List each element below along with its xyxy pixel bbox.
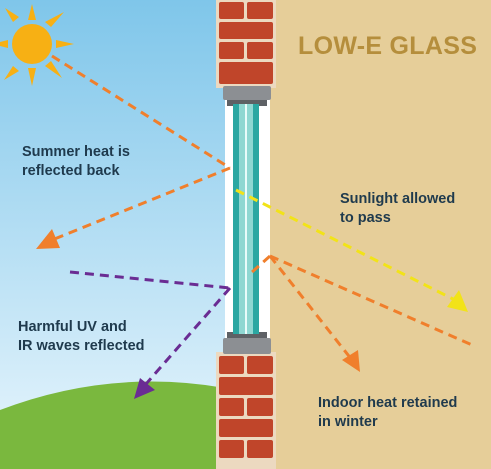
indoor-heat-label-line-1: Indoor heat retained: [318, 395, 458, 411]
indoor-heat-arrow-head-icon: [342, 350, 360, 372]
sunlight-label-line-2: to pass: [340, 210, 391, 226]
glass-pane-inner: [253, 104, 259, 334]
indoor-heat-ray-to-glass: [251, 254, 271, 274]
summer-heat-label-line-1: Summer heat is: [22, 144, 130, 160]
frame-cap-top: [223, 86, 271, 100]
diagram-title: LOW-E GLASS: [298, 32, 478, 60]
uv-ir-arrows: [69, 270, 232, 385]
uv-ir-label-line-2: IR waves reflected: [18, 338, 145, 354]
sun-icon: [0, 4, 74, 86]
indoor-heat-ray-right: [269, 254, 473, 347]
sunlight-ray: [235, 188, 456, 302]
indoor-heat-ray-down: [268, 255, 354, 361]
uv-ir-label-line-1: Harmful UV and: [18, 319, 127, 335]
summer-heat-arrows: [51, 54, 231, 242]
bricks-top: [219, 2, 273, 84]
brick-wall-bottom: [216, 352, 276, 469]
summer-heat-label: Summer heat is reflected back: [22, 143, 130, 181]
glass-pane-outer: [233, 104, 239, 334]
sunlight-label-line-1: Sunlight allowed: [340, 191, 456, 207]
indoor-heat-label-line-2: in winter: [318, 414, 378, 430]
sunlight-label: Sunlight allowed to pass: [340, 190, 455, 228]
indoor-background: [270, 0, 491, 469]
uv-ir-label: Harmful UV and IR waves reflected: [18, 318, 145, 356]
reflected-heat-ray: [51, 166, 231, 242]
frame-seal-bottom: [227, 332, 267, 338]
frame-cap-bottom: [223, 338, 271, 354]
reflected-heat-arrow-head-icon: [36, 229, 60, 249]
double-glazed-pane: [233, 104, 259, 334]
reflected-uv-ray: [144, 287, 232, 385]
incoming-uv-ray: [69, 270, 231, 290]
summer-heat-label-line-2: reflected back: [22, 163, 120, 179]
grass-hill: [0, 381, 225, 469]
window-frame-caps: [223, 86, 271, 354]
frame-seal-top: [227, 100, 267, 106]
bricks-bottom: [219, 356, 273, 458]
incoming-heat-ray: [51, 54, 231, 170]
indoor-heat-label: Indoor heat retained in winter: [318, 394, 457, 432]
indoor-heat-arrows: [251, 254, 473, 361]
uv-arrow-head-icon: [134, 378, 155, 399]
sunlight-arrow-head-icon: [447, 290, 468, 312]
brick-wall-top: [216, 0, 276, 88]
